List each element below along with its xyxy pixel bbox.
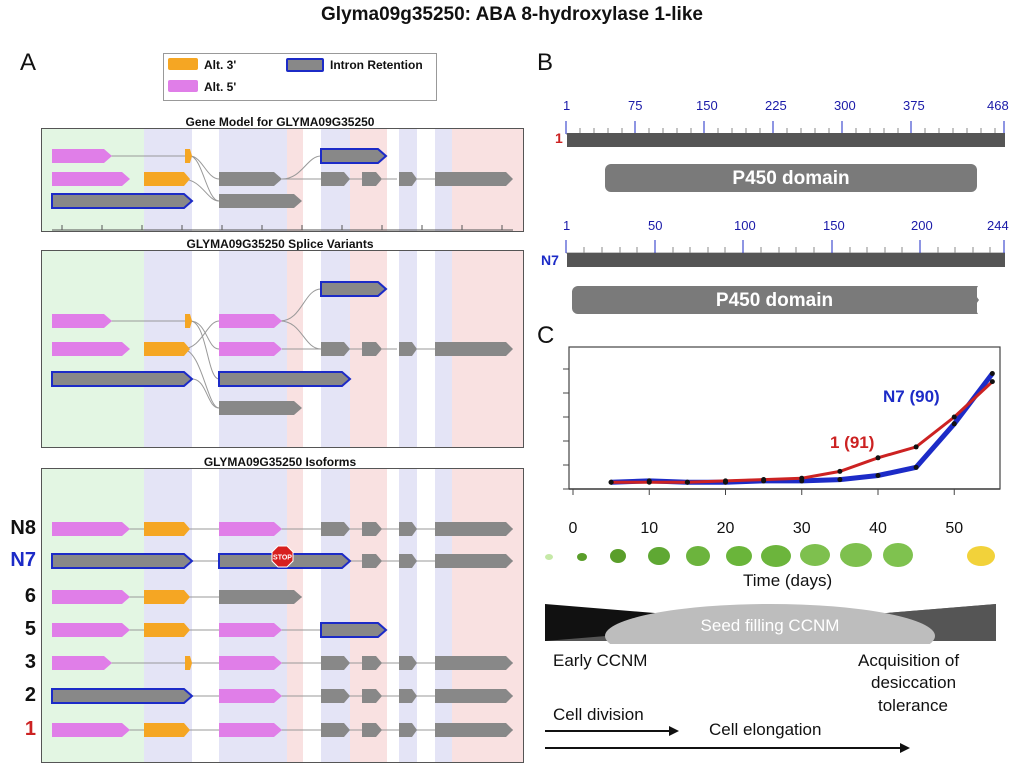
data-point — [723, 478, 728, 484]
tolerance-label: tolerance — [878, 696, 948, 715]
ruler2-ticks — [565, 240, 1005, 254]
x-tick-label: 30 — [793, 520, 811, 537]
x-tick-label: 50 — [945, 520, 963, 537]
isoform-label-2: 2 — [24, 684, 36, 706]
alt5-swatch — [168, 80, 198, 92]
track1-p450-domain: P450 domain — [605, 164, 977, 192]
isoforms-title: GLYMA09G35250 Isoforms — [203, 455, 357, 469]
stop-sign-icon: STOP — [271, 545, 294, 568]
x-tick-label: 40 — [869, 520, 887, 537]
ruler1-tick-468: 468 — [987, 98, 1009, 113]
data-point — [989, 379, 995, 385]
data-point — [951, 414, 957, 420]
splice-variants-box — [41, 250, 524, 448]
plot-frame — [568, 346, 1001, 490]
legend: Alt. 3' Alt. 5' Intron Retention — [163, 53, 437, 101]
data-point — [989, 370, 995, 376]
figure-title: Glyma09g35250: ABA 8-hydroxylase 1-like — [321, 4, 703, 25]
splice-variants-diagram — [42, 251, 523, 447]
data-point — [608, 479, 614, 485]
data-point — [875, 455, 881, 461]
cell-elongation-label: Cell elongation — [709, 720, 822, 739]
data-point — [837, 468, 843, 474]
early-ccnm-label: Early CCNM — [553, 651, 648, 670]
panel-c-letter: C — [537, 322, 555, 349]
isoforms-diagram: STOP — [42, 469, 523, 762]
x-tick-label: 10 — [640, 520, 658, 537]
ruler1-tick-150: 150 — [696, 98, 718, 113]
track1-label: 1 — [555, 130, 563, 146]
ruler2-tick-150: 150 — [823, 218, 845, 233]
panel-a-letter: A — [20, 49, 37, 76]
track2-bar — [567, 253, 1005, 267]
data-point — [837, 477, 843, 483]
isoform-label-3: 3 — [24, 651, 36, 673]
data-point — [799, 475, 805, 481]
cell-division-label: Cell division — [553, 705, 644, 724]
ruler1-tick-300: 300 — [834, 98, 856, 113]
ruler1-tick-375: 375 — [903, 98, 925, 113]
data-point — [761, 477, 767, 483]
ruler1-tick-225: 225 — [765, 98, 787, 113]
development-band — [545, 604, 996, 644]
isoform-label-n7: N7 — [10, 549, 36, 571]
desiccation-label: desiccation — [871, 673, 957, 692]
alt3-swatch — [168, 58, 198, 70]
gene-model-title: Gene Model for GLYMA09G35250 — [185, 115, 375, 129]
series-label-n7: N7 (90) — [883, 387, 940, 406]
ruler2-tick-200: 200 — [911, 218, 933, 233]
gene-model-box — [41, 128, 524, 232]
track2-p450-domain: P450 domain — [572, 286, 977, 314]
series-label-1: 1 (91) — [830, 433, 874, 452]
legend-alt3: Alt. 3' — [204, 58, 237, 72]
x-tick-label: 0 — [569, 520, 578, 537]
isoform-label-1: 1 — [24, 718, 36, 740]
data-point — [684, 479, 690, 485]
intron-retention-swatch — [286, 58, 324, 72]
ruler2-tick-244: 244 — [987, 218, 1009, 233]
track2-domain-break — [970, 286, 979, 314]
track1-bar — [567, 133, 1005, 147]
legend-intron: Intron Retention — [330, 58, 423, 72]
x-tick-label: 20 — [717, 520, 735, 537]
data-point — [646, 479, 652, 485]
data-point — [913, 444, 919, 450]
data-point — [875, 472, 881, 478]
expression-chart: 0 10 20 30 40 50 N7 (90) 1 (91) Time (days) — [545, 346, 1001, 590]
ruler2-tick-1: 1 — [563, 218, 571, 233]
data-point — [951, 421, 957, 427]
ruler1-tick-1: 1 — [563, 98, 571, 113]
track2-label: N7 — [541, 252, 559, 268]
seed-images — [545, 543, 995, 567]
isoform-label-n8: N8 — [10, 517, 36, 539]
stop-text: STOP — [273, 555, 292, 562]
seed-filling-label: Seed filling CCNM — [700, 616, 840, 635]
acquisition-label: Acquisition of — [858, 651, 960, 670]
ruler2-tick-100: 100 — [734, 218, 756, 233]
phase-arrows — [545, 726, 910, 753]
x-axis-label: Time (days) — [743, 571, 832, 590]
panel-b-letter: B — [537, 49, 554, 76]
isoform-label-5: 5 — [24, 618, 36, 640]
data-point — [913, 464, 919, 470]
ruler2-tick-50: 50 — [648, 218, 663, 233]
isoform-label-6: 6 — [24, 585, 36, 607]
gene-model-diagram — [42, 129, 523, 231]
ruler1-tick-75: 75 — [628, 98, 643, 113]
isoforms-box: STOP — [41, 468, 524, 763]
splice-variants-title: GLYMA09G35250 Splice Variants — [186, 237, 374, 251]
legend-alt5: Alt. 5' — [204, 80, 237, 94]
